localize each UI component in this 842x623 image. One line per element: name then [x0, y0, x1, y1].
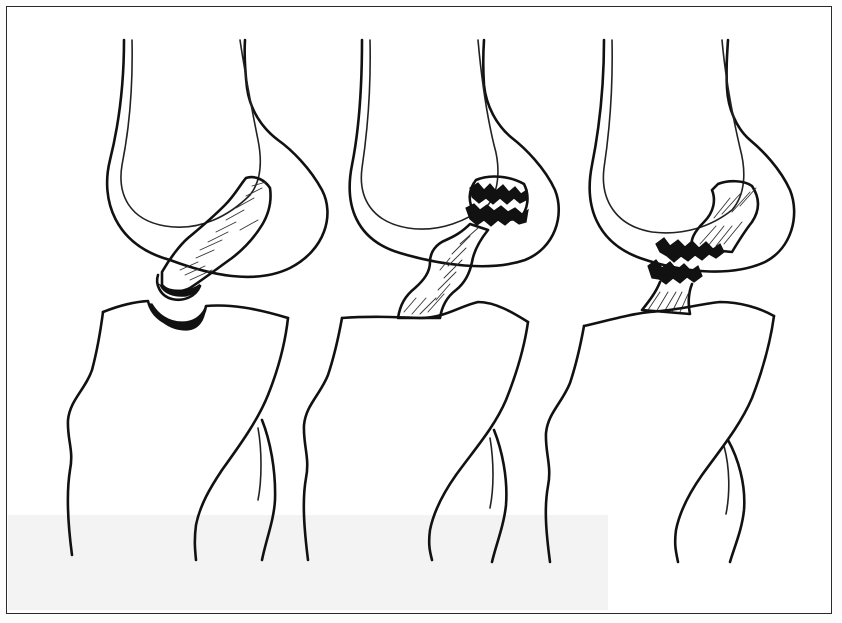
panel-1-femur-inner — [121, 40, 260, 227]
panel-3-tibia-posterior — [675, 316, 774, 562]
panel-2-ligament-hatching — [404, 228, 478, 314]
panel-1 — [68, 40, 328, 560]
panel-2-fibula-inner — [490, 438, 493, 508]
scan-shadow — [8, 515, 608, 610]
panel-1-plateau-crater — [150, 304, 205, 330]
panel-2 — [304, 40, 559, 562]
panel-3-femur-inner — [603, 40, 743, 233]
panel-3-fibula-inner — [724, 446, 729, 514]
panel-3 — [546, 40, 794, 562]
panel-2-tear-lower — [466, 204, 528, 226]
panel-1-fibula-inner — [258, 428, 261, 500]
panel-2-tear-upper — [470, 183, 527, 204]
panel-3-tear-lower — [648, 260, 702, 284]
panel-2-femur-outer — [350, 40, 559, 266]
panel-3-fibula — [728, 440, 744, 562]
panel-3-femoral-ligament — [692, 181, 759, 252]
panel-1-femur-outer — [107, 40, 327, 277]
panel-3-tear-upper — [656, 238, 724, 262]
